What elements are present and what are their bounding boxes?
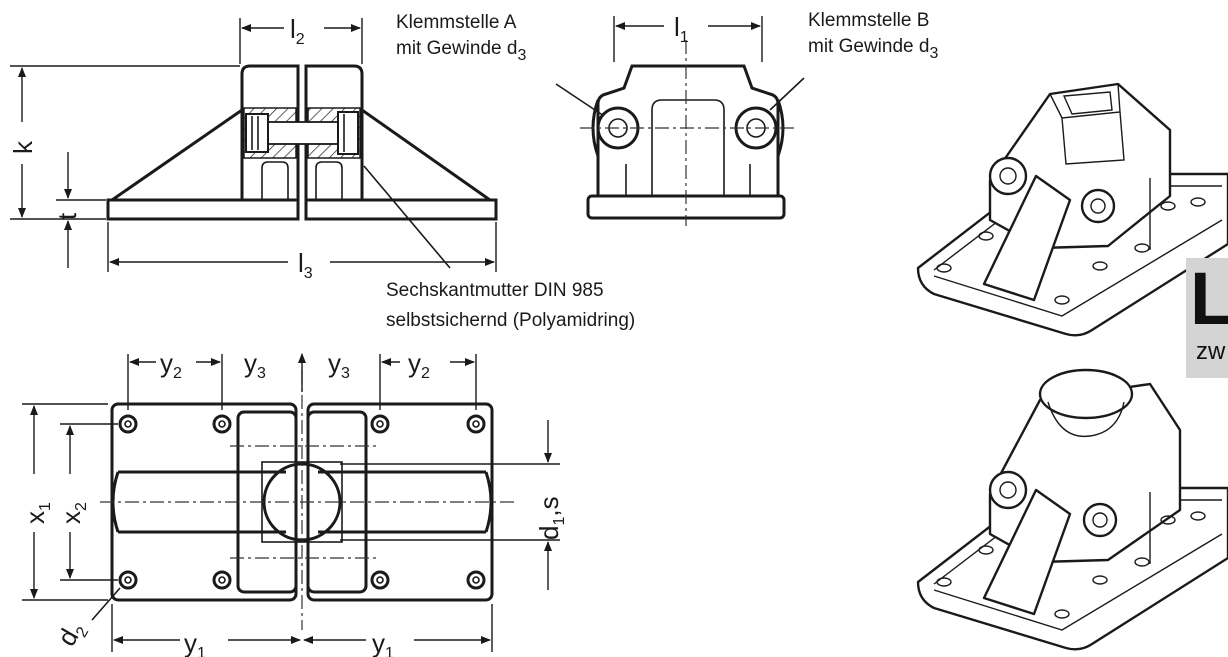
isometric-view-top: [916, 82, 1228, 337]
dim-y1-left-label: y1: [184, 628, 206, 657]
side-view: [10, 18, 498, 272]
dimension-labels: l2 l1 l3 k t y2 y3 y3 y2 y1 y1 x1 x2 d2 …: [8, 12, 689, 657]
dim-k-label: k: [8, 140, 38, 154]
dim-l2-label: l2: [290, 14, 305, 48]
product-tag-text: zw: [1196, 338, 1226, 365]
clamp-b-line2: mit Gewinde d3: [808, 36, 938, 62]
dim-x1-label: x1: [20, 502, 54, 524]
dim-d2-label: d2: [51, 616, 92, 653]
dim-y1-right-label: y1: [372, 628, 394, 657]
mounting-holes: [118, 414, 486, 590]
clamp-a-line2: mit Gewinde d3: [396, 38, 526, 64]
dim-y3-left-label: y3: [244, 348, 266, 382]
callout-labels: Klemmstelle A mit Gewinde d3 Klemmstelle…: [386, 10, 938, 331]
front-view: [555, 16, 805, 226]
dim-x2-label: x2: [56, 502, 90, 524]
nut-line2: selbstsichernd (Polyamidring): [386, 310, 635, 331]
dim-y2-left-label: y2: [160, 348, 182, 382]
clamp-b-line1: Klemmstelle B: [808, 10, 929, 31]
top-view: [22, 353, 560, 652]
dim-y3-right-label: y3: [328, 348, 350, 382]
dim-d1s-label: d1,s: [534, 496, 568, 540]
product-tag-box: [1186, 258, 1228, 378]
dim-t-label: t: [52, 212, 82, 220]
nut-line1: Sechskantmutter DIN 985: [386, 280, 604, 301]
dim-y2-right-label: y2: [408, 348, 430, 382]
isometric-view-bottom: [916, 368, 1228, 651]
product-tag-letter: L: [1190, 257, 1228, 340]
dim-l3-label: l3: [298, 248, 313, 282]
dim-l1-label: l1: [674, 12, 689, 46]
clamp-a-line1: Klemmstelle A: [396, 12, 517, 33]
